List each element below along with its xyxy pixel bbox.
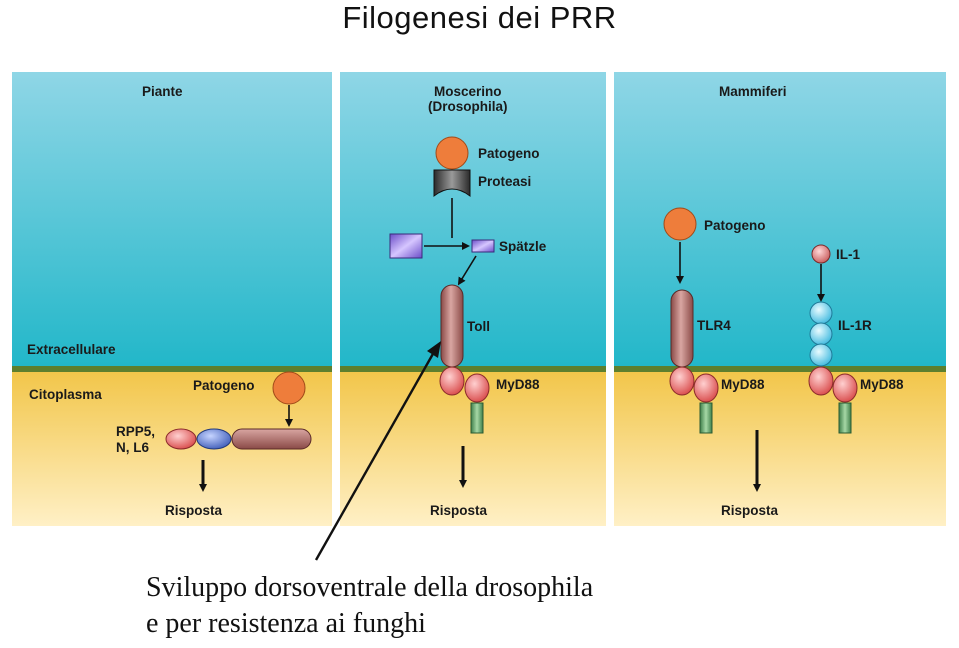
mammals-heading: Mammiferi xyxy=(719,84,787,99)
fly-myd88-tir xyxy=(464,373,490,403)
plant-nbs-domain xyxy=(196,428,232,450)
plant-pathogen-label: Patogeno xyxy=(193,378,255,393)
tlr4-tir-domain xyxy=(669,366,695,396)
mammal-response-label: Risposta xyxy=(721,503,779,518)
mammal-cytoplasm-zone xyxy=(614,372,946,526)
plant-tir-domain xyxy=(165,428,197,450)
panel-mammals: Mammiferi Patogeno TLR4 MyD88 IL-1 IL-1R… xyxy=(614,72,946,526)
fly-pathogen xyxy=(435,136,469,170)
il1r-myd88-tir xyxy=(832,373,858,403)
panel-plants: Piante Extracellulare Citoplasma Patogen… xyxy=(12,72,332,526)
il1r-ig-domain-2 xyxy=(809,322,833,346)
fly-cell-membrane xyxy=(340,366,606,372)
protease-icon xyxy=(433,169,471,198)
fly-myd88-death-domain xyxy=(470,402,484,434)
plants-heading: Piante xyxy=(142,84,183,99)
il1r-tir-domain xyxy=(808,366,834,396)
mammal-cell-membrane xyxy=(614,366,946,372)
caption: Sviluppo dorsoventrale della drosophila … xyxy=(146,570,593,642)
il1-ligand xyxy=(811,244,831,264)
spatzle-label: Spätzle xyxy=(499,239,547,254)
fly-heading-1: Moscerino xyxy=(434,84,502,99)
toll-tir-domain xyxy=(439,366,465,396)
tlr4-myd88-death-domain xyxy=(699,402,713,434)
caption-line-1: Sviluppo dorsoventrale della drosophila xyxy=(146,572,594,603)
plant-receptor-label-2: N, L6 xyxy=(116,440,149,455)
il1-label: IL-1 xyxy=(836,247,860,262)
pro-spatzle xyxy=(389,233,423,259)
plant-response-label: Risposta xyxy=(165,503,223,518)
fly-extracellular-zone xyxy=(340,72,606,366)
mammal-pathogen xyxy=(663,207,697,241)
page-title: Filogenesi dei PRR xyxy=(342,0,617,35)
protease-label: Proteasi xyxy=(478,174,531,189)
mammal-extracellular-zone xyxy=(614,72,946,366)
fly-pathogen-label: Patogeno xyxy=(478,146,540,161)
fly-response-label: Risposta xyxy=(430,503,488,518)
plant-pathogen xyxy=(272,371,306,405)
spatzle-to-toll-arrow xyxy=(457,255,477,286)
extracellular-label: Extracellulare xyxy=(27,342,116,357)
il1r-ig-domain-1 xyxy=(809,301,833,325)
caption-line-2: e per resistenza ai funghi xyxy=(146,608,426,639)
fly-myd88-label: MyD88 xyxy=(496,377,540,392)
cell-membrane xyxy=(12,366,332,372)
tlr4-receptor xyxy=(670,289,694,368)
caption-pointer-arrowhead xyxy=(427,341,441,358)
extracellular-zone xyxy=(12,72,332,366)
il1r-ig-domain-3 xyxy=(809,343,833,367)
il1r-myd88-death-domain xyxy=(838,402,852,434)
il1r-myd88-label: MyD88 xyxy=(860,377,904,392)
spatzle xyxy=(471,239,495,253)
il1r-label: IL-1R xyxy=(838,318,872,333)
toll-label: Toll xyxy=(467,319,490,334)
fly-heading-2: (Drosophila) xyxy=(428,99,508,114)
tlr4-myd88-label: MyD88 xyxy=(721,377,765,392)
tlr4-label: TLR4 xyxy=(697,318,731,333)
mammal-pathogen-label: Patogeno xyxy=(704,218,766,233)
panel-fly: Moscerino (Drosophila) Patogeno Proteasi… xyxy=(340,72,606,526)
caption-pointer-arrow xyxy=(314,351,436,561)
toll-receptor xyxy=(440,284,464,368)
cytoplasm-label: Citoplasma xyxy=(29,387,102,402)
plant-receptor-label-1: RPP5, xyxy=(116,424,155,439)
plant-lrr-domain xyxy=(231,428,312,450)
tlr4-myd88-tir xyxy=(693,373,719,403)
